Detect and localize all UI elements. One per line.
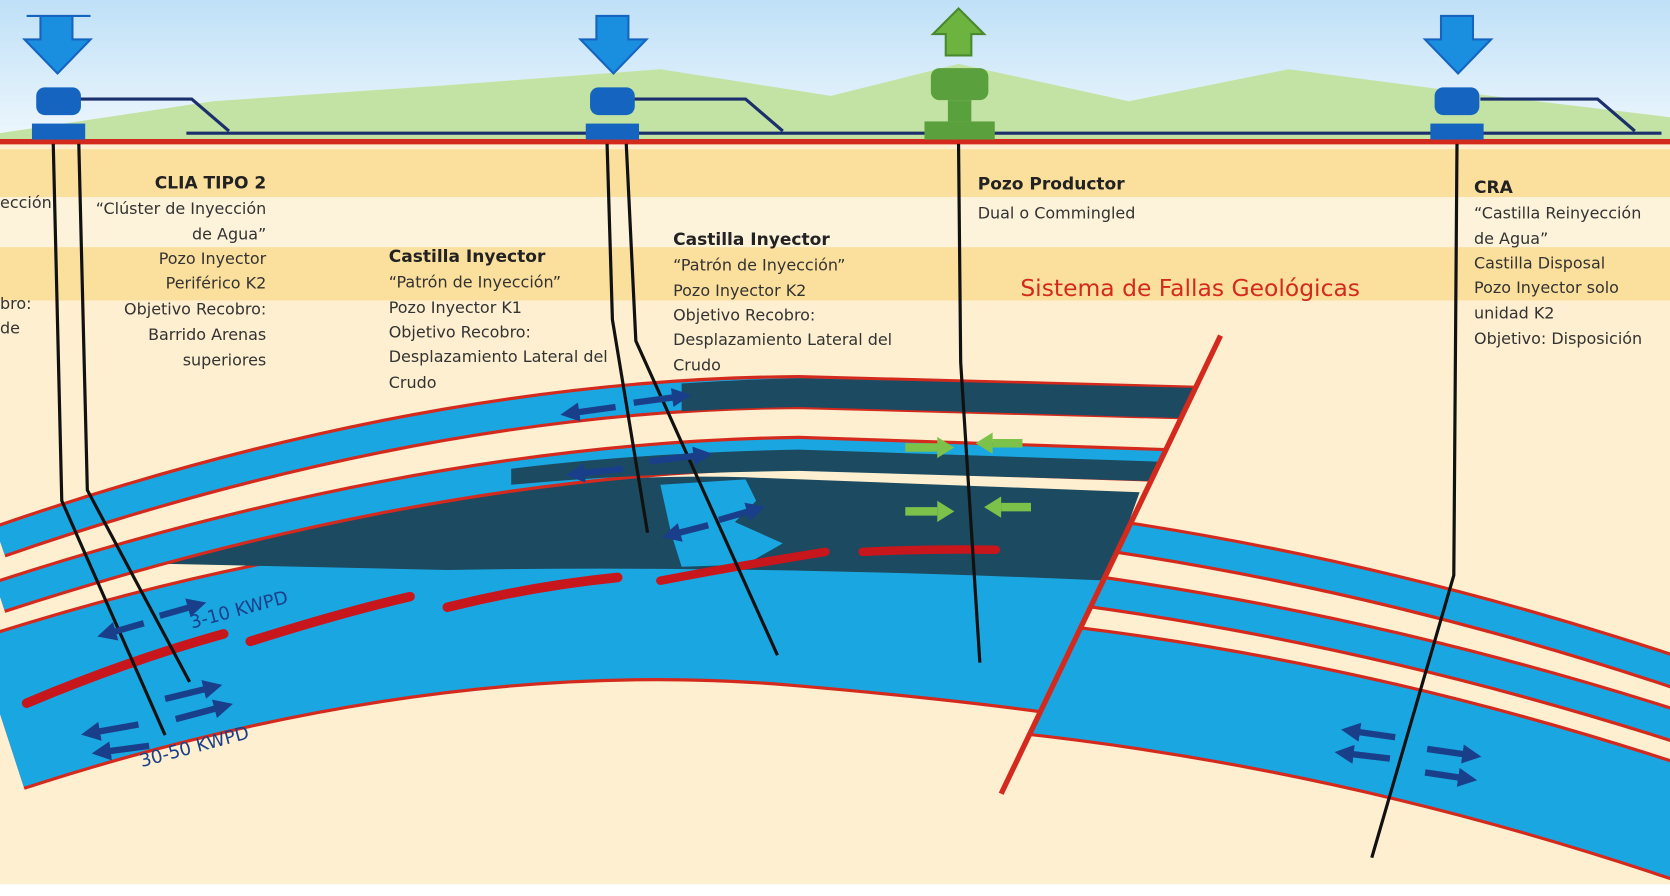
label-k2: Castilla Inyector “Patrón de Inyección” …: [673, 230, 892, 375]
hills: [0, 63, 1670, 141]
svg-text:Pozo Inyector: Pozo Inyector: [159, 249, 267, 268]
svg-text:bro:: bro:: [0, 294, 32, 313]
svg-text:Pozo Inyector K1: Pozo Inyector K1: [389, 298, 522, 317]
svg-text:Dual o Commingled: Dual o Commingled: [978, 203, 1136, 222]
label-k1: Castilla Inyector “Patrón de Inyección” …: [389, 247, 608, 392]
svg-text:“Patrón de Inyección”: “Patrón de Inyección”: [673, 256, 845, 275]
svg-text:superiores: superiores: [183, 350, 267, 369]
label-cra: CRA “Castilla Reinyección de Agua” Casti…: [1474, 178, 1642, 348]
svg-text:de Agua”: de Agua”: [1474, 229, 1548, 248]
reservoir-layer-right: [958, 617, 1670, 883]
label-producer: Pozo Productor Dual o Commingled: [978, 175, 1136, 223]
wellbore-clia-2: [77, 143, 191, 683]
svg-text:de Agua”: de Agua”: [192, 225, 266, 244]
oil-streak: [21, 629, 229, 708]
stratum-band: [0, 149, 1670, 198]
wellhead-icon: [930, 68, 989, 101]
svg-text:Castilla Disposal: Castilla Disposal: [1474, 253, 1605, 272]
svg-text:Pozo Inyector solo: Pozo Inyector solo: [1474, 278, 1619, 297]
oil-streak: [656, 547, 830, 585]
svg-text:CRA: CRA: [1474, 178, 1514, 198]
svg-text:Crudo: Crudo: [673, 356, 721, 375]
svg-text:“Castilla Reinyección: “Castilla Reinyección: [1474, 203, 1641, 222]
wellbores: [51, 143, 1459, 859]
up-arrow-icon: [930, 7, 987, 57]
wellhead-icon: [590, 87, 635, 116]
svg-text:Castilla Inyector: Castilla Inyector: [673, 230, 830, 250]
wellhead-icon: [1434, 87, 1480, 116]
wellbore-cra: [1370, 143, 1459, 859]
svg-text:de: de: [0, 318, 20, 337]
surface-pipelines: [79, 97, 1662, 135]
label-clia: CLIA TIPO 2 “Clúster de Inyección de Agu…: [96, 174, 267, 370]
down-arrow-icon: [1422, 14, 1494, 76]
label-left-cut: ección bro: de: [0, 193, 52, 338]
flow-arrows: [81, 388, 1482, 787]
svg-text:Pozo Inyector K2: Pozo Inyector K2: [673, 281, 806, 300]
injector-k1-k2[interactable]: [577, 14, 650, 140]
geological-fault: [998, 334, 1223, 795]
wellbore-producer: [956, 143, 982, 663]
injector-cra[interactable]: [1422, 14, 1494, 140]
svg-text:CLIA TIPO 2: CLIA TIPO 2: [155, 174, 266, 194]
svg-text:Pozo Productor: Pozo Productor: [978, 175, 1126, 195]
fault-system-label: Sistema de Fallas Geológicas: [1020, 274, 1360, 302]
oil-streak: [442, 572, 623, 613]
svg-text:Crudo: Crudo: [389, 373, 437, 392]
wellbore-k2: [624, 143, 779, 656]
svg-text:Objetivo Recobro:: Objetivo Recobro:: [124, 299, 266, 318]
svg-text:unidad K2: unidad K2: [1474, 304, 1554, 323]
wellbore-k1: [605, 143, 650, 533]
producer-well[interactable]: [924, 7, 995, 140]
oil-streak: [245, 591, 415, 647]
down-arrow-icon: [577, 14, 650, 76]
oil-streak: [858, 545, 1001, 557]
stratum-band: [0, 197, 1670, 248]
down-arrow-icon: [21, 14, 94, 76]
converging-arrows: [905, 432, 1031, 523]
stratum-band: [0, 247, 1670, 301]
svg-text:Desplazamiento Lateral del: Desplazamiento Lateral del: [673, 330, 892, 349]
wellbore-clia-1: [51, 143, 167, 736]
svg-text:Objetivo: Disposición: Objetivo: Disposición: [1474, 329, 1642, 348]
svg-text:Castilla Inyector: Castilla Inyector: [389, 247, 546, 267]
svg-text:Barrido Arenas: Barrido Arenas: [148, 325, 266, 344]
svg-text:Desplazamiento Lateral del: Desplazamiento Lateral del: [389, 347, 608, 366]
svg-text:“Patrón de Inyección”: “Patrón de Inyección”: [389, 273, 561, 292]
svg-text:Objetivo Recobro:: Objetivo Recobro:: [389, 323, 531, 342]
injector-clia[interactable]: [21, 14, 94, 140]
wellhead-icon: [36, 87, 81, 116]
svg-text:Periférico K2: Periférico K2: [166, 274, 267, 293]
svg-text:Objetivo Recobro:: Objetivo Recobro:: [673, 306, 815, 325]
svg-text:ección: ección: [0, 193, 52, 212]
svg-text:“Clúster de Inyección: “Clúster de Inyección: [96, 199, 266, 218]
